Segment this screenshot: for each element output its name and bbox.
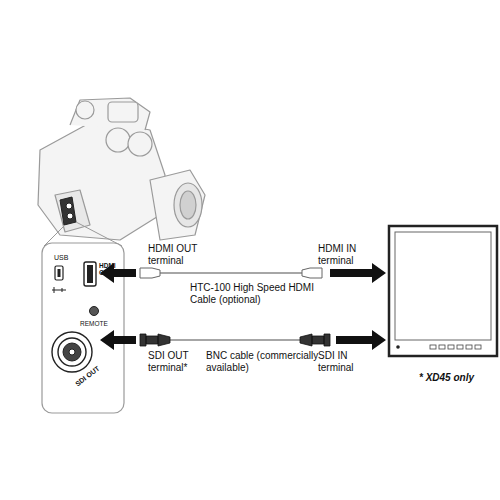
camcorder-part [106, 128, 130, 152]
terminal-cover-part [66, 203, 72, 209]
terminal-cover-part [67, 213, 73, 219]
hdmi-cable [100, 263, 386, 283]
camcorder [38, 98, 205, 240]
cable-label: BNC cable (commercially available) [206, 350, 326, 373]
sdi-bnc-port [52, 332, 92, 372]
usb-port-part [55, 266, 63, 280]
port-name: USB [54, 254, 78, 262]
hdmi-cable-part [140, 268, 160, 278]
camcorder-part [38, 120, 165, 240]
hdmi-cable-part [100, 263, 136, 283]
monitor-part-part [457, 345, 463, 349]
port-name: HDMI OUT [99, 262, 123, 277]
monitor [389, 226, 497, 356]
monitor-part [396, 345, 400, 349]
terminal-label: SDI OUT terminal* [148, 350, 208, 373]
monitor-part [395, 232, 491, 340]
hdmi-cable-part [330, 263, 386, 283]
usb-port [52, 266, 66, 293]
monitor-part-part [466, 345, 472, 349]
sdi-bnc-port-part [63, 343, 81, 361]
camcorder-part [174, 183, 202, 227]
cable-label: HTC-100 High Speed HDMI Cable (optional) [190, 282, 320, 305]
monitor-part [430, 345, 481, 349]
usb-port-part [52, 287, 66, 293]
terminal-label: HDMI IN terminal [318, 243, 378, 266]
bnc-cable [100, 330, 386, 350]
terminal-label: SDI IN terminal [318, 350, 378, 373]
remote-jack [90, 307, 99, 316]
terminal-label: HDMI OUT terminal [148, 243, 218, 266]
hdmi-cable-part [302, 268, 322, 278]
hdmi-port-part [84, 262, 96, 286]
footnote: * XD45 only [419, 372, 497, 384]
hdmi-port [84, 262, 96, 286]
sdi-bnc-port-part [52, 332, 92, 372]
bnc-cable-part [170, 339, 300, 340]
sdi-bnc-port-part [69, 349, 75, 355]
port-name: REMOTE [80, 320, 120, 327]
hdmi-port-part [87, 265, 93, 283]
camcorder-part [70, 98, 150, 130]
monitor-part [389, 226, 497, 356]
camcorder-part [128, 132, 152, 156]
bnc-cable-part [300, 334, 330, 346]
bnc-cable-part [100, 330, 136, 350]
terminal-cover-part [60, 197, 76, 225]
camcorder-part [150, 170, 205, 240]
monitor-part-part [448, 345, 454, 349]
camcorder-part [76, 101, 94, 119]
sdi-bnc-port-part [58, 338, 86, 366]
monitor-part-part [430, 345, 436, 349]
hdmi-cable-part [160, 272, 302, 273]
inset-panel [42, 243, 124, 413]
camcorder-part [108, 102, 138, 122]
monitor-part-part [475, 345, 481, 349]
monitor-part-part [439, 345, 445, 349]
terminal-cover [60, 197, 76, 225]
camcorder-part [55, 190, 90, 232]
bnc-cable-part [140, 334, 170, 346]
usb-port-part [58, 269, 61, 277]
camcorder-part [180, 191, 196, 219]
bnc-cable-part [336, 330, 386, 350]
